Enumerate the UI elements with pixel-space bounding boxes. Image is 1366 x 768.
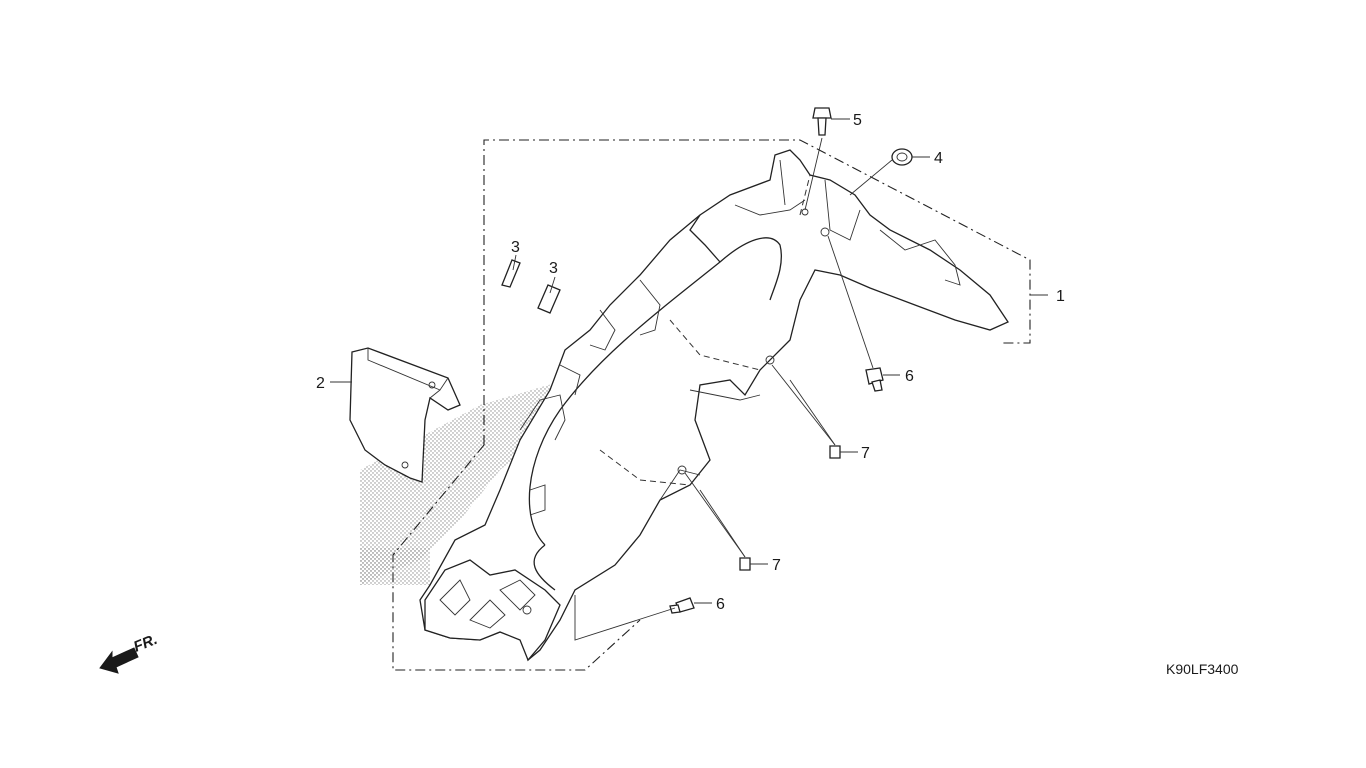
bolt-part-5 <box>812 107 832 136</box>
callout-3a: 3 <box>511 239 520 256</box>
callout-1: 1 <box>1056 288 1065 305</box>
callout-5: 5 <box>853 112 862 129</box>
diagram-reference-code: K90LF3400 <box>1166 661 1239 677</box>
callout-4: 4 <box>934 150 943 167</box>
screw-part-7a <box>829 445 841 459</box>
rear-fender-part-1 <box>419 149 1009 662</box>
leader-lines <box>330 118 1048 641</box>
callout-2: 2 <box>316 375 325 392</box>
pad-part-3a <box>501 259 521 288</box>
pad-part-3b <box>537 284 561 314</box>
assembly-boundary-outline <box>392 139 1031 671</box>
front-direction-indicator: FR. <box>99 631 160 674</box>
screw-part-7b <box>739 557 751 571</box>
callout-7b: 7 <box>772 557 781 574</box>
callout-6a: 6 <box>905 368 914 385</box>
side-cover-part-2 <box>349 347 461 483</box>
callout-6b: 6 <box>716 596 725 613</box>
front-arrow-icon <box>99 647 139 674</box>
callout-3b: 3 <box>549 260 558 277</box>
bolt-part-6a <box>865 367 884 392</box>
grommet-part-4 <box>891 148 913 166</box>
bolt-part-6b <box>669 597 695 614</box>
front-label: FR. <box>131 631 160 656</box>
callout-7a: 7 <box>861 445 870 462</box>
